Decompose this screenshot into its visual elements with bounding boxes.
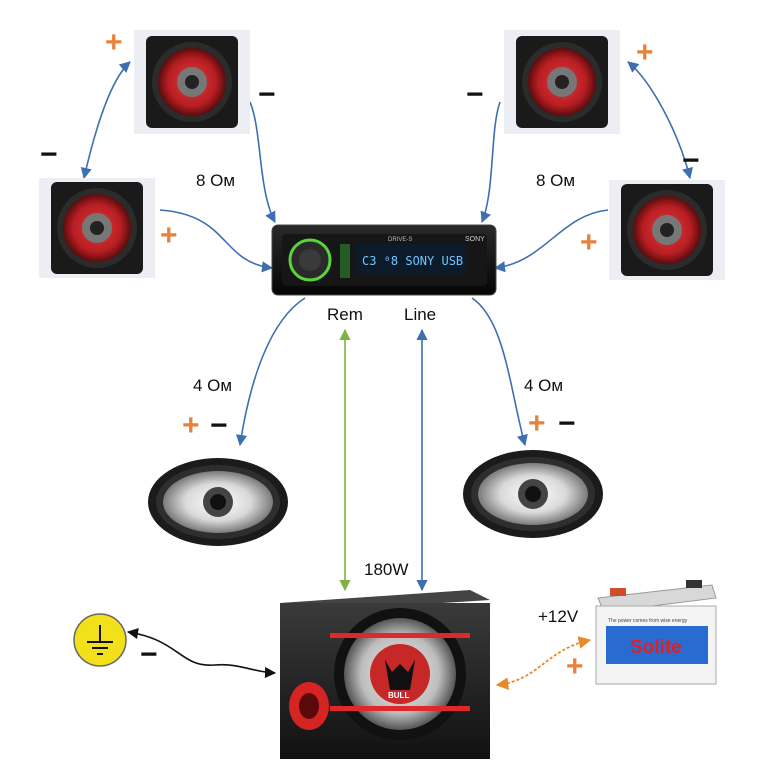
- wire-tr-to-head: [480, 101, 501, 224]
- ground-icon: [73, 613, 127, 667]
- wire-ml-to-head: [159, 209, 274, 273]
- minus-sign: −: [210, 409, 228, 442]
- label-power: 180W: [364, 560, 408, 579]
- subwoofer: BULL: [280, 590, 490, 759]
- label-ohm-oval-right: 4 Ом: [524, 376, 563, 395]
- ground-wire: [126, 628, 277, 679]
- head-unit: C3 ⁰8 SONY USB SONY DRIVE-S: [271, 224, 497, 296]
- speaker-mid-left: [39, 178, 155, 278]
- speaker-wires: [80, 61, 693, 447]
- label-rem: Rem: [327, 305, 363, 324]
- polarity-signs: + − − + + − − + + − + − − +: [40, 26, 700, 683]
- minus-sign: −: [682, 144, 700, 177]
- plus-sign: +: [182, 409, 200, 442]
- plus-sign: +: [160, 219, 178, 252]
- label-line: Line: [404, 305, 436, 324]
- plus-sign: +: [580, 226, 598, 259]
- label-battery-voltage: +12V: [538, 607, 579, 626]
- battery-slogan: The power comes from wise energy: [608, 618, 688, 624]
- subwoofer-logo: BULL: [388, 691, 409, 700]
- wire-tl-pair: [80, 61, 131, 180]
- plus-sign: +: [566, 650, 584, 683]
- battery: The power comes from wise energy Solite: [595, 580, 717, 685]
- wire-head-to-oval-right: [471, 297, 528, 447]
- oval-speaker-right: [463, 450, 603, 538]
- plus-sign: +: [528, 407, 546, 440]
- speaker-top-right: [504, 30, 620, 134]
- minus-sign: −: [40, 138, 58, 171]
- plus-sign: +: [636, 36, 654, 69]
- label-ohm-left: 8 Ом: [196, 171, 235, 190]
- head-unit-display: C3 ⁰8 SONY USB: [362, 254, 463, 268]
- head-unit-brand: SONY: [465, 236, 485, 243]
- minus-sign: −: [140, 638, 158, 671]
- power-wire: [495, 636, 592, 690]
- wire-tr-pair: [627, 61, 693, 180]
- wire-mr-to-head: [493, 209, 609, 273]
- minus-sign: −: [558, 407, 576, 440]
- wire-tl-to-head: [249, 101, 276, 223]
- minus-sign: −: [466, 78, 484, 111]
- speaker-mid-right: [609, 180, 725, 280]
- label-ohm-oval-left: 4 Ом: [193, 376, 232, 395]
- battery-brand: Solite: [630, 637, 682, 658]
- wire-head-to-oval-left: [235, 297, 306, 447]
- label-ohm-right: 8 Ом: [536, 171, 575, 190]
- plus-sign: +: [105, 26, 123, 59]
- oval-speaker-left: [148, 458, 288, 546]
- speaker-top-left: [134, 30, 250, 134]
- minus-sign: −: [258, 78, 276, 111]
- head-unit-model: DRIVE-S: [388, 237, 412, 243]
